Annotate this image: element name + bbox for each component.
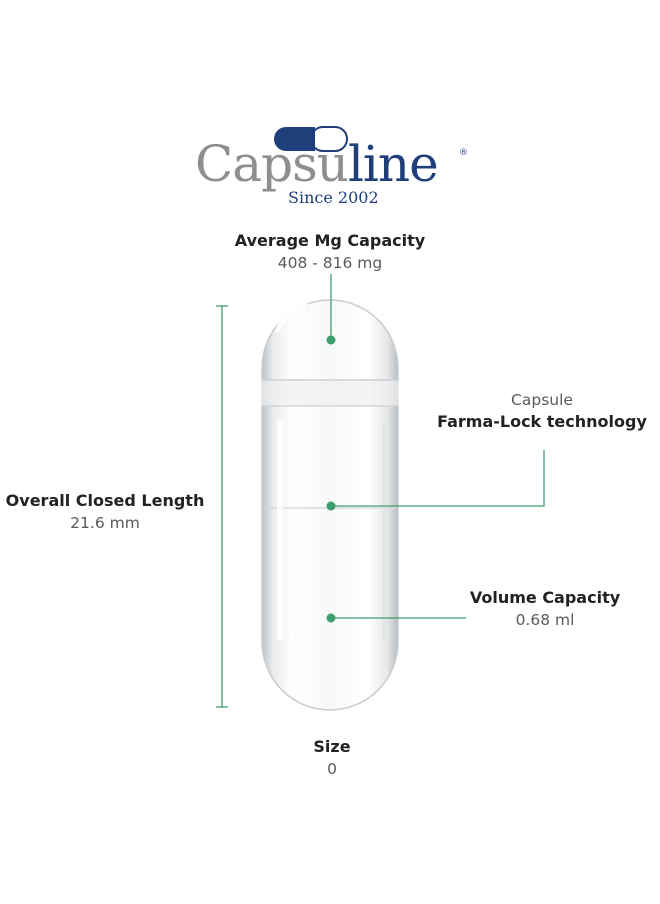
length-title: Overall Closed Length bbox=[5, 491, 205, 510]
size-value: 0 bbox=[327, 760, 337, 778]
technology-pointer bbox=[326, 450, 545, 511]
capsuline-logo: Capsuline ® Since 2002 bbox=[195, 124, 470, 210]
technology-line2: Farma-Lock technology bbox=[437, 412, 647, 431]
mg-capacity-label: Average Mg Capacity 408 - 816 mg bbox=[205, 230, 455, 274]
length-label: Overall Closed Length 21.6 mm bbox=[0, 490, 210, 534]
volume-label: Volume Capacity 0.68 ml bbox=[460, 587, 630, 631]
capsule-logo-icon bbox=[274, 126, 348, 152]
technology-label: Capsule Farma-Lock technology bbox=[426, 389, 658, 433]
mg-capacity-pointer bbox=[326, 274, 336, 345]
length-value: 21.6 mm bbox=[70, 514, 140, 532]
size-title: Size bbox=[313, 737, 351, 756]
logo-wordmark-part1: Capsu bbox=[195, 135, 349, 193]
volume-title: Volume Capacity bbox=[469, 588, 621, 607]
logo-wordmark: Capsuline bbox=[195, 134, 439, 194]
mg-capacity-value: 408 - 816 mg bbox=[277, 254, 383, 272]
registered-mark: ® bbox=[459, 148, 468, 158]
volume-pointer bbox=[326, 613, 466, 623]
logo-wordmark-part2: line bbox=[347, 135, 439, 193]
technology-line1: Capsule bbox=[511, 391, 573, 409]
mg-capacity-title: Average Mg Capacity bbox=[234, 231, 426, 250]
length-dimension-line bbox=[216, 305, 228, 708]
logo-tagline: Since 2002 bbox=[288, 188, 379, 207]
volume-value: 0.68 ml bbox=[515, 611, 575, 629]
size-label: Size 0 bbox=[282, 736, 382, 780]
